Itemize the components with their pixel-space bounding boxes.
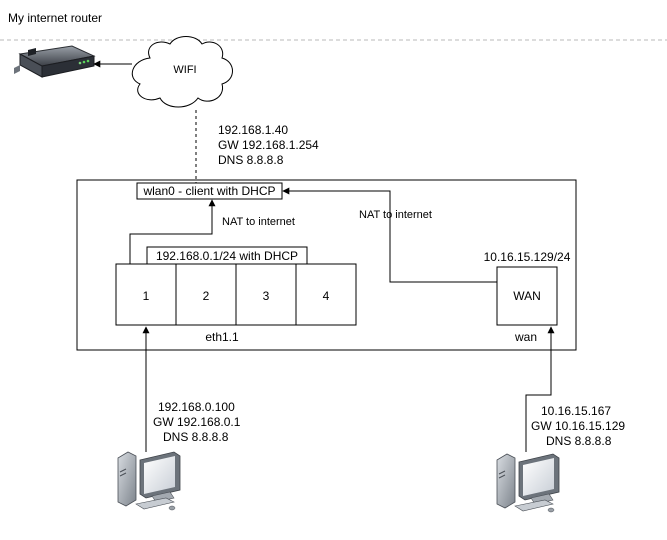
pc-right-ip: 10.16.15.167: [541, 404, 611, 418]
port-3: [235, 263, 297, 326]
computer-icon: [496, 453, 560, 513]
diagram-title: My internet router: [8, 11, 102, 25]
port-4-label: 4: [323, 289, 330, 303]
router-icon: [14, 45, 96, 78]
cloud-label: WIFI: [173, 64, 196, 76]
pc-left-ip: 192.168.0.100: [158, 400, 235, 414]
pc-right-link: [525, 326, 555, 452]
port-1: [115, 263, 177, 326]
pc-right-dns: DNS 8.8.8.8: [546, 434, 612, 448]
pc-left-info: 192.168.0.100 GW 192.168.0.1 DNS 8.8.8.8: [153, 400, 241, 444]
wan-port-label: WAN: [513, 289, 541, 303]
wlan-ip-info: 192.168.1.40 GW 192.168.1.254 DNS 8.8.8.…: [218, 123, 319, 167]
pc-right-gateway: GW 10.16.15.129: [531, 419, 625, 433]
port-2-label: 2: [203, 289, 210, 303]
lan-subnet-label: 192.168.0.1/24 with DHCP: [156, 249, 298, 263]
wan-interface-label: wan: [514, 330, 537, 344]
wlan-ip: 192.168.1.40: [218, 123, 288, 137]
port-3-label: 3: [263, 289, 270, 303]
lan-interface-label: eth1.1: [205, 330, 239, 344]
nat-right-label: NAT to internet: [359, 209, 432, 221]
pc-left-gateway: GW 192.168.0.1: [153, 415, 241, 429]
computer-icon: [117, 451, 181, 511]
wlan-box: [136, 182, 283, 200]
wan-subnet-label: 10.16.15.129/24: [484, 250, 571, 264]
wan-nat-arrow: [282, 187, 497, 283]
cloud-icon: [131, 36, 233, 108]
lan-nat-arrow: [129, 199, 216, 264]
wlan-box-label: wlan0 - client with DHCP: [142, 184, 275, 198]
device-container: [76, 179, 577, 351]
wlan-gateway: GW 192.168.1.254: [218, 138, 319, 152]
pc-left-dns: DNS 8.8.8.8: [163, 430, 229, 444]
pc-right-info: 10.16.15.167 GW 10.16.15.129 DNS 8.8.8.8: [531, 404, 625, 448]
port-1-label: 1: [143, 289, 150, 303]
port-2: [175, 263, 237, 326]
lan-ports: 1 2 3 4: [115, 263, 357, 326]
wan-port: [496, 266, 558, 326]
nat-left-label: NAT to internet: [222, 216, 295, 228]
port-4: [295, 263, 357, 326]
wlan-dns: DNS 8.8.8.8: [218, 153, 284, 167]
